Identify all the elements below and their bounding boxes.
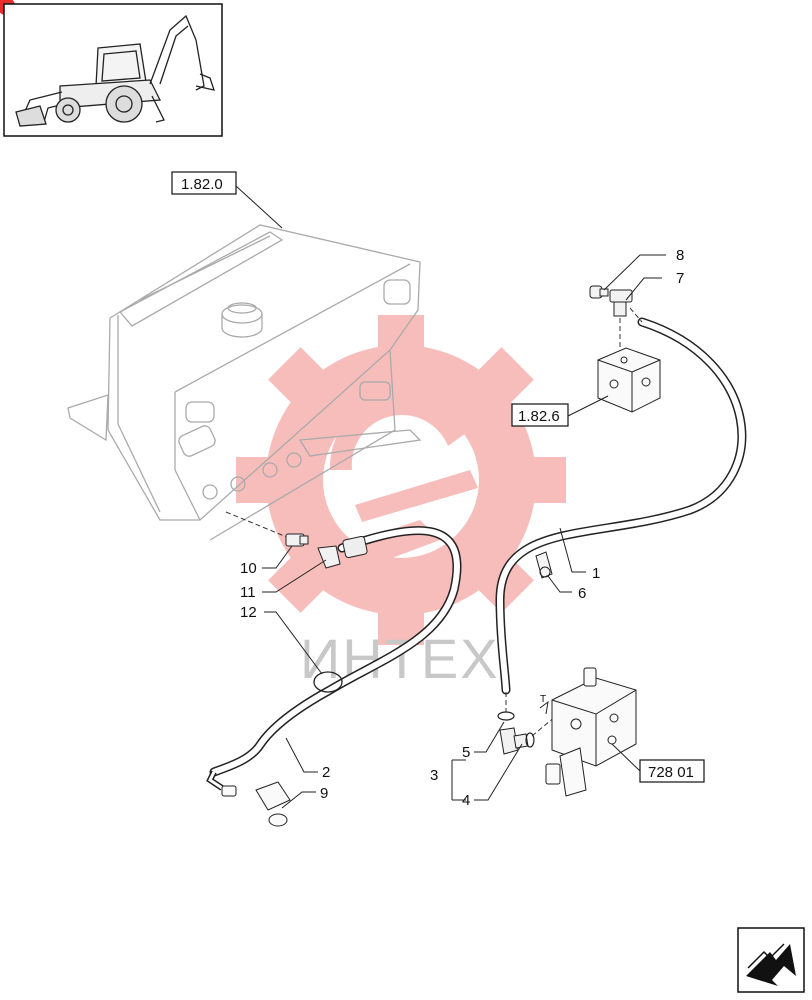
pressure-hose-assembly <box>495 285 747 712</box>
thumbnail-frame <box>3 3 223 137</box>
control-valve-connection <box>497 667 637 797</box>
hydraulic-tank <box>67 224 422 541</box>
plug-part-9 <box>221 781 291 827</box>
watermark-text: ИНТЕХ <box>300 627 500 690</box>
svg-text:728 01: 728 01 <box>648 764 694 781</box>
callout-6: 6 <box>578 585 586 602</box>
callout-11: 11 <box>240 584 256 601</box>
callout-1: 1 <box>592 565 600 582</box>
tee-part-7 <box>609 289 633 317</box>
callout-12: 12 <box>240 604 257 621</box>
port-t-label: T <box>540 694 546 705</box>
ref-box-tank: 1.82.0 <box>171 171 283 229</box>
fitting-part-10 <box>285 533 309 547</box>
oring-part-5 <box>497 711 515 721</box>
backhoe-loader-icon <box>15 14 215 127</box>
callout-5: 5 <box>462 744 470 761</box>
callout-9: 9 <box>320 785 328 802</box>
callout-2: 2 <box>322 764 330 781</box>
valve-block <box>597 347 661 413</box>
next-page-arrow-icon[interactable] <box>737 927 805 993</box>
callout-4: 4 <box>462 792 470 809</box>
fitting-part-8 <box>589 285 609 299</box>
elbow-part-4 <box>499 727 529 755</box>
callout-7: 7 <box>676 270 684 287</box>
callout-10: 10 <box>240 560 257 577</box>
callout-8: 8 <box>676 247 684 264</box>
svg-text:1.82.0: 1.82.0 <box>181 176 223 193</box>
callout-leaders <box>262 254 666 809</box>
clamp-part-12 <box>313 671 343 693</box>
control-valve <box>545 667 637 797</box>
watermark-logo <box>236 315 566 645</box>
svg-text:1.82.6: 1.82.6 <box>518 408 560 425</box>
callout-3: 3 <box>430 767 438 784</box>
ref-box-control-valve: 728 01 <box>611 743 705 783</box>
clip-part-6 <box>535 551 553 579</box>
suction-hose-assembly <box>206 511 462 827</box>
ref-box-valve-block: 1.82.6 <box>511 395 609 427</box>
